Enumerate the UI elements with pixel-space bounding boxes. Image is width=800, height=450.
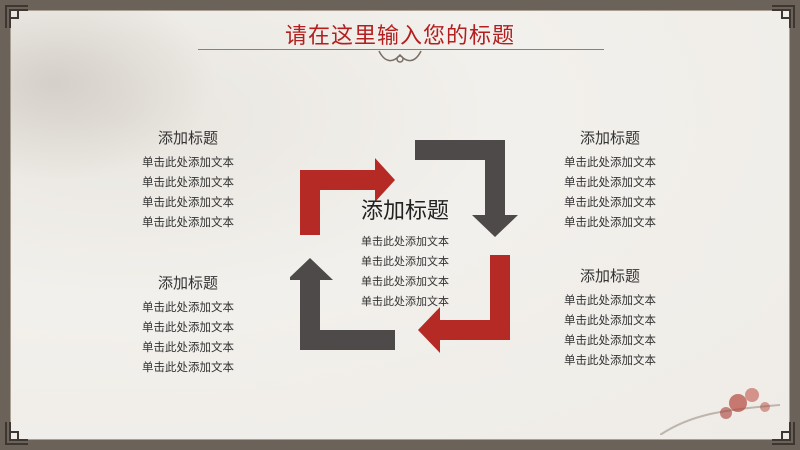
block-heading: 添加标题 <box>579 267 640 285</box>
text-line: 单击此处添加文本 <box>564 155 656 169</box>
text-line: 单击此处添加文本 <box>361 255 449 268</box>
text-line: 单击此处添加文本 <box>142 195 234 209</box>
block-heading: 添加标题 <box>157 129 218 147</box>
block-heading: 添加标题 <box>157 274 218 292</box>
center-text: 单击此处添加文本 单击此处添加文本 单击此处添加文本 单击此处添加文本 <box>340 232 470 312</box>
text-line: 单击此处添加文本 <box>564 313 656 327</box>
text-line: 单击此处添加文本 <box>564 195 656 209</box>
cycle-arrow-top-left <box>300 158 395 235</box>
text-line: 单击此处添加文本 <box>142 360 234 374</box>
text-block-bottom-left: 添加标题 单击此处添加文本 单击此处添加文本 单击此处添加文本 单击此处添加文本 <box>118 272 258 377</box>
text-line: 单击此处添加文本 <box>142 175 234 189</box>
text-line: 单击此处添加文本 <box>564 353 656 367</box>
corner-ornament-icon <box>5 422 28 445</box>
flower-decoration-icon <box>660 388 780 435</box>
text-line: 单击此处添加文本 <box>142 320 234 334</box>
text-line: 单击此处添加文本 <box>564 293 656 307</box>
text-line: 单击此处添加文本 <box>142 300 234 314</box>
center-heading: 添加标题 <box>360 199 449 224</box>
text-block-top-right: 添加标题 单击此处添加文本 单击此处添加文本 单击此处添加文本 单击此处添加文本 <box>540 127 680 232</box>
text-line: 单击此处添加文本 <box>361 235 449 248</box>
page-title: 请在这里输入您的标题 <box>284 24 515 49</box>
block-heading: 添加标题 <box>579 129 640 147</box>
slide-paper <box>10 10 790 440</box>
corner-ornament-icon <box>772 422 795 445</box>
text-line: 单击此处添加文本 <box>142 340 234 354</box>
title-divider <box>198 49 604 50</box>
text-line: 单击此处添加文本 <box>564 333 656 347</box>
cycle-arrow-bottom-right <box>418 255 510 353</box>
text-block-top-left: 添加标题 单击此处添加文本 单击此处添加文本 单击此处添加文本 单击此处添加文本 <box>118 127 258 232</box>
text-line: 单击此处添加文本 <box>361 295 449 308</box>
text-line: 单击此处添加文本 <box>564 215 656 229</box>
cycle-arrows-diagram <box>290 140 518 353</box>
text-block-bottom-right: 添加标题 单击此处添加文本 单击此处添加文本 单击此处添加文本 单击此处添加文本 <box>540 265 680 370</box>
corner-ornament-icon <box>5 5 28 28</box>
corner-ornament-icon <box>772 5 795 28</box>
text-line: 单击此处添加文本 <box>142 215 234 229</box>
text-line: 单击此处添加文本 <box>361 275 449 288</box>
cycle-arrow-bottom-left <box>290 258 395 350</box>
ink-wash-decoration <box>10 10 230 190</box>
text-line: 单击此处添加文本 <box>142 155 234 169</box>
cycle-arrow-top-right <box>415 140 518 237</box>
text-line: 单击此处添加文本 <box>564 175 656 189</box>
cloud-ornament-icon <box>378 50 422 63</box>
